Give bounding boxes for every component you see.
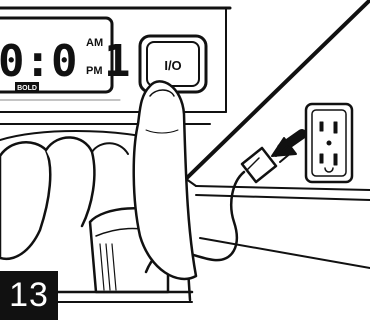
wall-outlet-icon: [304, 102, 354, 184]
display-pm-label: PM: [86, 65, 103, 77]
display-am-label: AM: [86, 37, 103, 49]
hand-fingers: [0, 136, 129, 261]
lcd-display: [0, 16, 114, 94]
step-number: 13: [9, 276, 49, 314]
power-button-label: I/O: [164, 58, 181, 73]
display-time: 0:0 1: [0, 36, 130, 87]
counter-edge: [195, 185, 370, 191]
power-plug-icon: [240, 145, 293, 184]
bold-label-bg: [15, 82, 39, 92]
unplug-arrow-icon: [271, 129, 307, 157]
step-number-badge: 13: [0, 271, 58, 320]
display-bold-label: BOLD: [17, 85, 37, 92]
scene-divider: [156, 0, 370, 208]
control-panel: [0, 6, 232, 125]
finger-press-icon: [132, 80, 198, 281]
